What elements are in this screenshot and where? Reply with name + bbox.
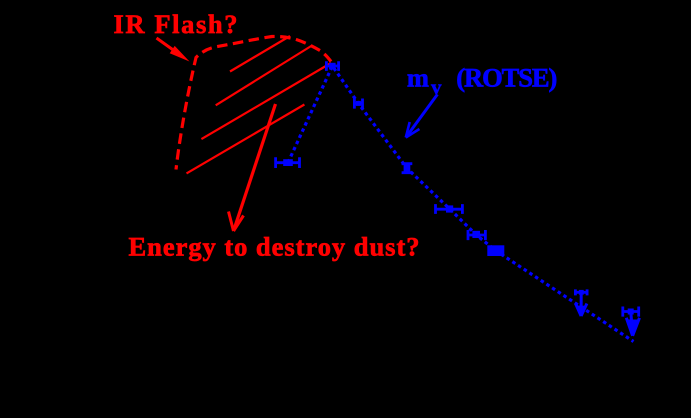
svg-text:m: m xyxy=(407,63,429,93)
svg-text:v: v xyxy=(431,75,442,99)
svg-text:(ROTSE): (ROTSE) xyxy=(456,63,557,93)
svg-text:Energy to destroy dust?: Energy to destroy dust? xyxy=(129,232,420,262)
svg-text:IR Flash?: IR Flash? xyxy=(114,9,238,39)
